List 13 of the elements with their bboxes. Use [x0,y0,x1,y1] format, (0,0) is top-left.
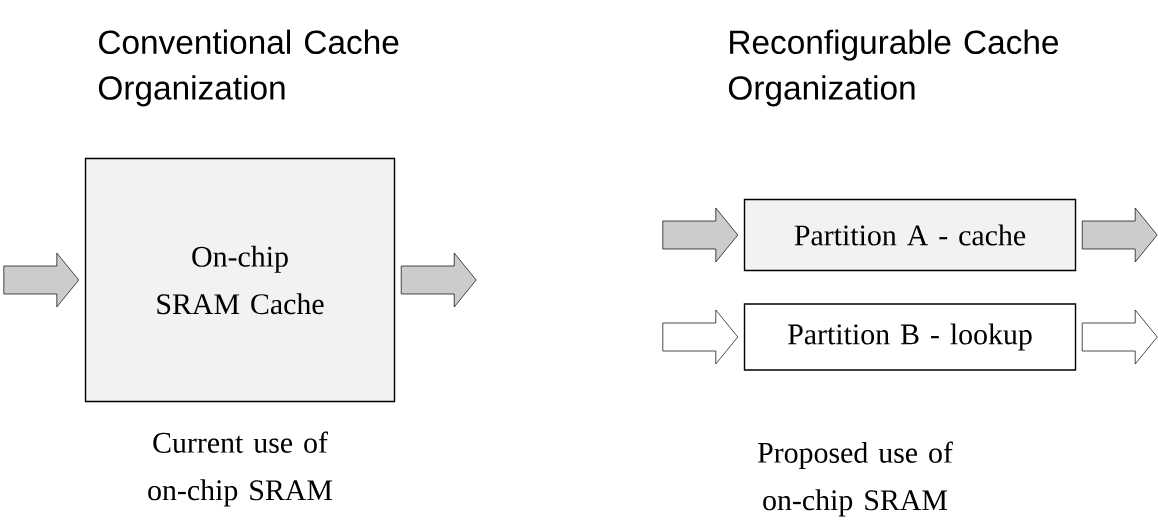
memory-box: Partition B - lookup [743,303,1077,371]
caption: Proposed use of on-chip SRAM [757,441,953,517]
block-arrow [400,252,477,308]
heading: Reconfigurable Cache Organization [728,29,1059,107]
block-arrow [662,207,739,263]
memory-box: On-chip SRAM Cache [84,157,396,403]
heading: Conventional Cache Organization [98,29,399,107]
caption: Current use of on-chip SRAM [148,431,333,507]
block-arrow [3,252,80,308]
block-arrow [662,309,739,365]
block-arrow [1081,309,1158,365]
block-arrow [1081,207,1158,263]
memory-box: Partition A - cache [743,198,1077,272]
